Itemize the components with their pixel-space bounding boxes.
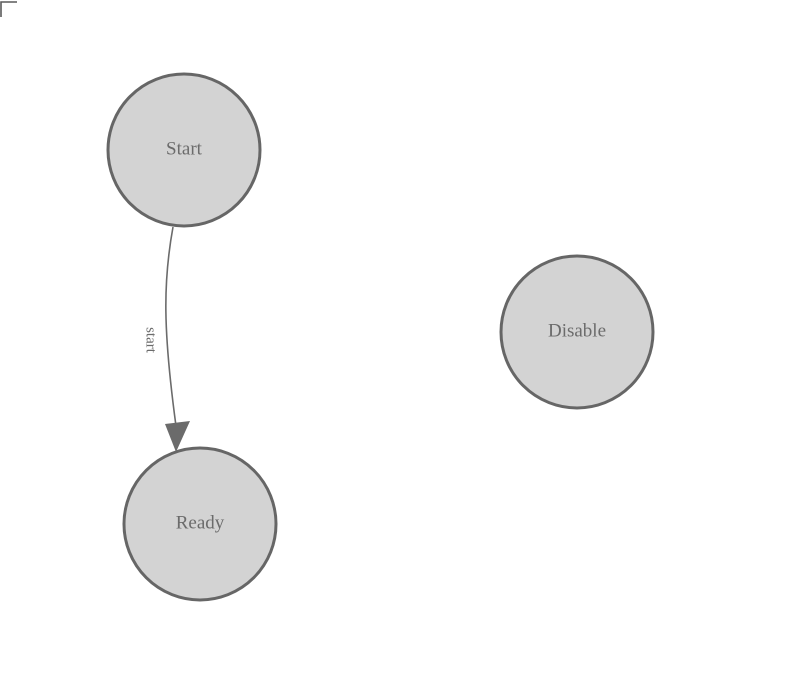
top-left-corner-bracket-icon xyxy=(0,1,17,17)
edge-line xyxy=(165,226,177,427)
node-ready-circle[interactable] xyxy=(122,446,278,602)
node-start-circle[interactable] xyxy=(106,72,262,228)
node-start-label: Start xyxy=(166,138,203,159)
node-start[interactable]: Start xyxy=(106,72,262,228)
node-ready[interactable]: Ready xyxy=(122,446,278,602)
node-disable[interactable]: Disable xyxy=(499,254,655,410)
node-disable-label: Disable xyxy=(548,320,606,341)
edge-start-to-ready: start xyxy=(143,226,190,452)
node-ready-label: Ready xyxy=(176,512,225,533)
node-disable-circle[interactable] xyxy=(499,254,655,410)
edge-label-start: start xyxy=(143,327,159,354)
edge-arrowhead-icon xyxy=(165,421,190,452)
